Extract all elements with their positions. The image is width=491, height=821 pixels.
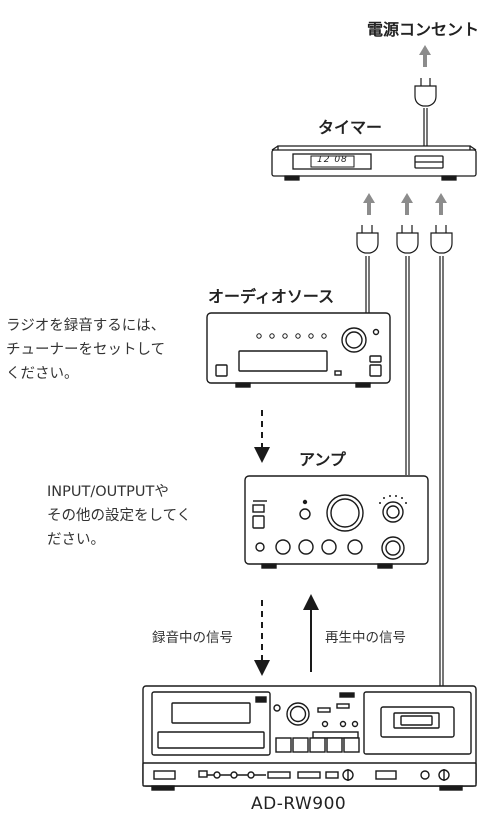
amp-note: INPUT/OUTPUTや その他の設定をしてく ださい。 bbox=[47, 480, 191, 552]
timer-display-text: 12 08 bbox=[317, 155, 348, 165]
radio-note-line-1: ラジオを録音するには、 bbox=[6, 318, 166, 334]
timer-device bbox=[271, 145, 477, 181]
plug-icons bbox=[356, 78, 453, 254]
radio-note-line-2: チューナーをセットして bbox=[6, 342, 166, 358]
plug-icon-audio bbox=[356, 225, 379, 254]
timer-arrow-3 bbox=[435, 193, 447, 215]
radio-note: ラジオを録音するには、 チューナーをセットして ください。 bbox=[6, 314, 165, 386]
audio-source-label: オーディオソース bbox=[208, 287, 335, 306]
power-cords bbox=[365, 108, 444, 686]
playback-signal-label: 再生中の信号 bbox=[325, 630, 406, 646]
timer-arrow-2 bbox=[401, 193, 413, 215]
signal-arrows bbox=[254, 410, 319, 676]
amp-note-line-2: その他の設定をしてく bbox=[47, 508, 192, 524]
cassette-deck-device bbox=[142, 685, 477, 791]
amplifier-device bbox=[244, 475, 429, 569]
gray-power-arrows bbox=[363, 45, 447, 215]
audio-source-device bbox=[206, 312, 391, 388]
plug-icon-outlet bbox=[414, 78, 437, 107]
radio-note-line-3: ください。 bbox=[6, 366, 79, 382]
plug-icon-amp bbox=[396, 225, 419, 254]
timer-label: タイマー bbox=[318, 118, 383, 137]
amp-note-line-3: ださい。 bbox=[47, 532, 105, 548]
amp-note-line-1: INPUT/OUTPUTや bbox=[47, 484, 169, 500]
outlet-label: 電源コンセント bbox=[367, 20, 480, 39]
outlet-arrow bbox=[419, 45, 431, 67]
model-name-label: AD-RW900 bbox=[251, 794, 347, 814]
plug-icon-deck bbox=[430, 225, 453, 254]
amp-label: アンプ bbox=[299, 450, 346, 469]
recording-signal-label: 録音中の信号 bbox=[152, 630, 233, 646]
timer-arrow-1 bbox=[363, 193, 375, 215]
